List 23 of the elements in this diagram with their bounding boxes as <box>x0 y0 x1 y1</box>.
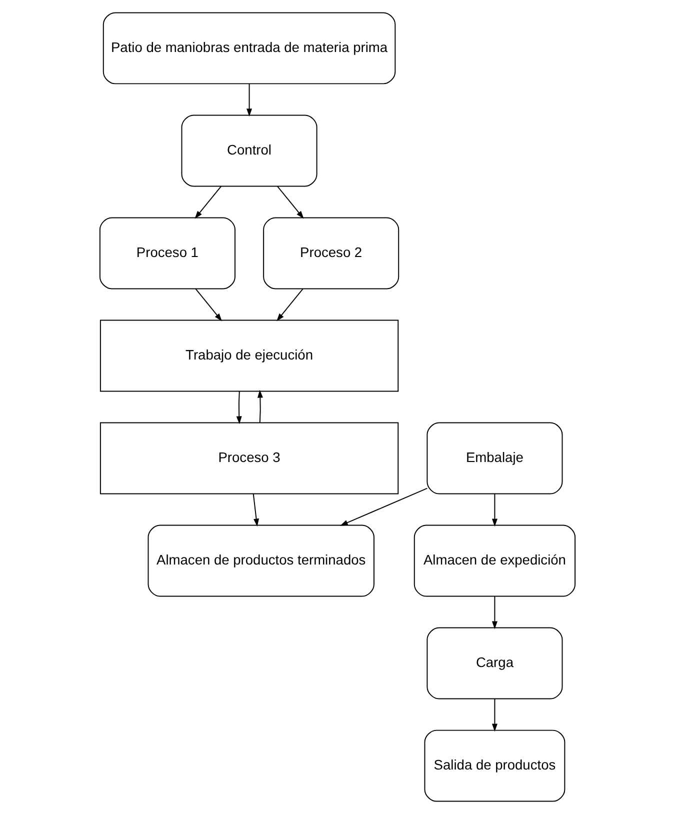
arrow <box>236 390 242 424</box>
arrow <box>276 288 304 322</box>
arrow <box>246 83 252 117</box>
node-box: Proceso 1 <box>99 217 236 290</box>
arrow <box>492 698 498 732</box>
arrow <box>340 488 428 526</box>
node-box: Carga <box>426 627 563 700</box>
node-box: Patio de maniobras entrada de materia prima <box>102 12 396 84</box>
arrow <box>195 288 222 322</box>
arrow <box>492 596 498 630</box>
node-box: Salida de productos <box>424 730 566 802</box>
arrow <box>492 493 498 527</box>
node-box: Proceso 2 <box>263 217 400 290</box>
node-box: Control <box>181 114 318 187</box>
arrow <box>194 186 222 219</box>
node-box: Almacen de expedición <box>414 524 576 597</box>
node-box: Trabajo de ejecución <box>100 320 399 392</box>
arrow <box>257 390 263 424</box>
node-box: Proceso 3 <box>100 422 399 494</box>
node-box: Embalaje <box>426 422 563 494</box>
arrow <box>276 186 304 219</box>
arrow <box>252 493 260 527</box>
node-box: Almacen de productos terminados <box>148 524 374 597</box>
